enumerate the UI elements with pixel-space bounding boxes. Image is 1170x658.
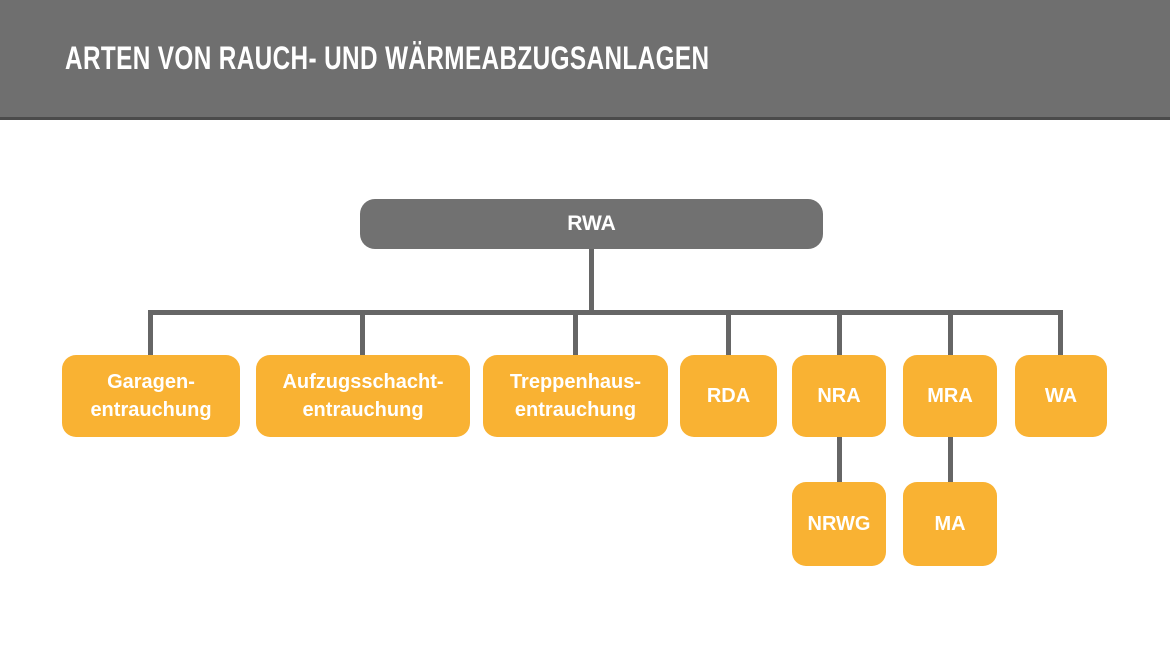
node-rwa: RWA: [360, 199, 823, 249]
header-bar: ARTEN VON RAUCH- UND WÄRMEABZUGSANLAGEN: [0, 0, 1170, 120]
connector-drop-nra: [837, 310, 842, 358]
node-rda: RDA: [680, 355, 777, 437]
node-wa: WA: [1015, 355, 1107, 437]
connector-drop-rda: [726, 310, 731, 358]
connector-root-stem: [589, 246, 594, 312]
connector-drop-garagen: [148, 310, 153, 358]
connector-mra-ma: [948, 435, 953, 484]
node-nra: NRA: [792, 355, 886, 437]
connector-drop-treppenhaus: [573, 310, 578, 358]
node-aufzugsschachtentrauchung: Aufzugsschacht- entrauchung: [256, 355, 470, 437]
node-garagenentrauchung: Garagen- entrauchung: [62, 355, 240, 437]
node-treppenhausentrauchung: Treppenhaus- entrauchung: [483, 355, 668, 437]
node-mra: MRA: [903, 355, 997, 437]
connector-drop-aufzugsschacht: [360, 310, 365, 358]
connector-drop-wa: [1058, 310, 1063, 358]
node-nrwg: NRWG: [792, 482, 886, 566]
connector-drop-mra: [948, 310, 953, 358]
page-title: ARTEN VON RAUCH- UND WÄRMEABZUGSANLAGEN: [65, 40, 710, 76]
connector-nra-nrwg: [837, 435, 842, 484]
node-ma: MA: [903, 482, 997, 566]
org-chart: RWA Garagen- entrauchung Aufzugsschacht-…: [0, 122, 1170, 658]
connector-horizontal-bus: [148, 310, 1063, 315]
